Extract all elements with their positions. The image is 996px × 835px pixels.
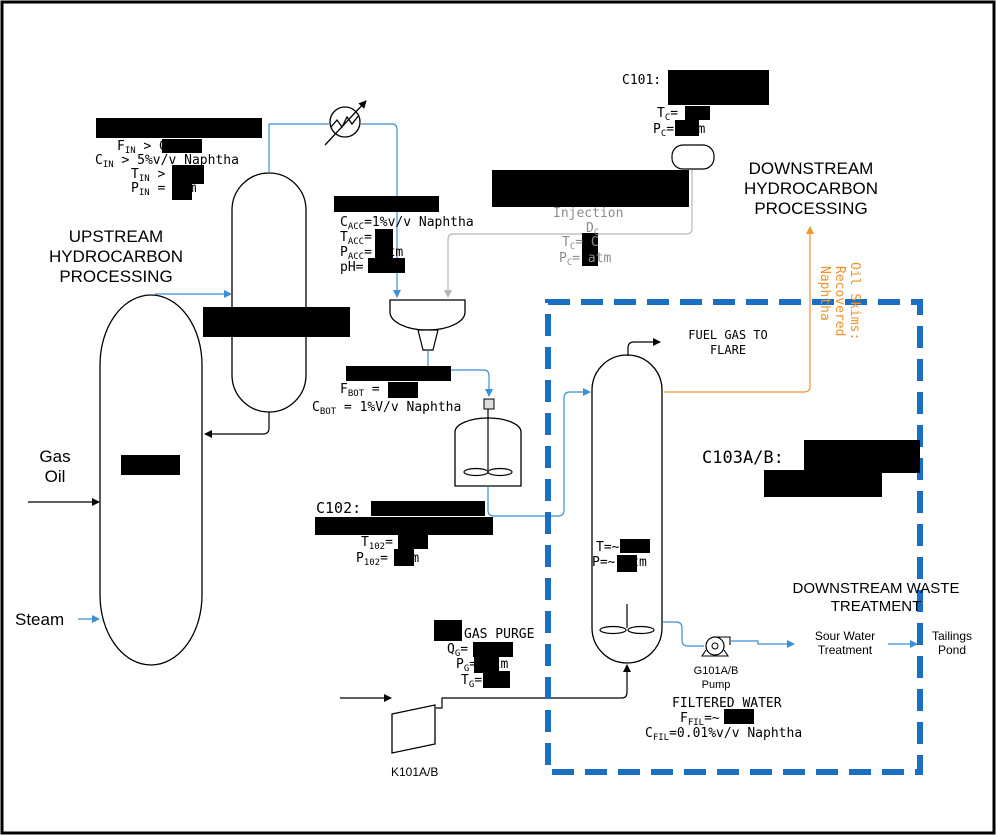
redaction-boxes (96, 70, 920, 724)
c103-bottoms-line (662, 621, 704, 647)
svg-text:TACC= C: TACC= C (340, 230, 388, 247)
svg-text:DOWNSTREAM: DOWNSTREAM (749, 159, 874, 178)
fuel-gas-line (627, 338, 661, 356)
svg-text:FLARE: FLARE (710, 343, 746, 357)
svg-text:Injection: Injection (553, 206, 623, 221)
sour-water-label: Sour Water Treatment (815, 629, 875, 657)
svg-text:Tailings: Tailings (932, 629, 972, 643)
gas-purge-outlet-line (436, 664, 631, 709)
svg-text:PIN = atm: PIN = atm (131, 181, 197, 198)
accumulator-bottoms-line (427, 350, 493, 397)
svg-text:PACC= atm: PACC= atm (340, 245, 403, 262)
svg-text:Treatment: Treatment (818, 643, 873, 657)
svg-text:DOWNSTREAM WASTE: DOWNSTREAM WASTE (793, 580, 960, 597)
svg-text:P102= atm: P102= atm (356, 551, 419, 568)
oil-skims-line (664, 226, 814, 393)
injection-conditions: Injection DC TC= C PC= atm (553, 206, 623, 268)
svg-text:PG= atm: PG= atm (456, 657, 509, 674)
svg-text:TC= C: TC= C (562, 235, 599, 252)
waste-treatment-boundary (545, 299, 923, 775)
svg-text:UPSTREAM: UPSTREAM (69, 227, 163, 246)
svg-text:T102= C: T102= C (361, 535, 409, 552)
downstream-processing-label: DOWNSTREAM HYDROCARBON PROCESSING (744, 159, 878, 218)
svg-text:TIN > C: TIN > C (131, 167, 181, 184)
k101-compressor (391, 704, 436, 754)
svg-text:PROCESSING: PROCESSING (754, 199, 867, 218)
svg-text:Oil: Oil (45, 467, 66, 486)
svg-text:C101:: C101: (622, 73, 661, 88)
svg-text:P=~ atm: P=~ atm (592, 555, 647, 570)
gas-purge-conditions: GAS PURGE QG= GPM PG= atm TG= C (447, 627, 534, 690)
k101-label: K101A/B (391, 765, 438, 779)
gas-oil-label: Gas Oil (39, 447, 70, 486)
svg-text:Recovered: Recovered (832, 266, 847, 336)
svg-text:Pond: Pond (938, 643, 966, 657)
svg-text:GAS PURGE: GAS PURGE (464, 627, 534, 642)
injection-line (444, 170, 693, 298)
overhead-vapor-line (268, 123, 329, 173)
svg-text:C102:: C102: (316, 499, 361, 517)
bottoms-conditions: FBOT = GPM CBOT = 1%V/v Naphtha (312, 382, 461, 417)
svg-text:CFIL=0.01%v/v Naphtha: CFIL=0.01%v/v Naphtha (645, 726, 802, 743)
svg-text:G101A/B: G101A/B (694, 665, 739, 677)
svg-text:FBOT = GPM: FBOT = GPM (340, 382, 411, 399)
filtered-water-conditions: FILTERED WATER FFIL=~ GPM CFIL=0.01%v/v … (645, 696, 802, 743)
svg-text:FUEL GAS TO: FUEL GAS TO (688, 328, 767, 342)
c101-drum (671, 144, 715, 170)
svg-text:Pump: Pump (702, 679, 731, 691)
fractionator-column (231, 172, 307, 413)
svg-text:CIN > 5%v/v Naphtha: CIN > 5%v/v Naphtha (95, 153, 239, 170)
accumulator-conditions: CACC=1%v/v Naphtha TACC= C PACC= atm pH= (340, 215, 474, 275)
upstream-column (99, 294, 203, 666)
pump-discharge-line (731, 640, 795, 648)
c101-conditions: C101: TC= C PC= atm (622, 73, 706, 139)
svg-text:HYDROCARBON: HYDROCARBON (49, 247, 183, 266)
svg-text:Naphtha: Naphtha (817, 266, 832, 321)
svg-text:pH=: pH= (340, 260, 364, 275)
svg-text:DC: DC (586, 221, 599, 238)
svg-text:T=~ C: T=~ C (596, 540, 635, 555)
svg-text:TG= C: TG= C (461, 673, 498, 690)
svg-text:FFIL=~ GPM: FFIL=~ GPM (680, 711, 751, 728)
svg-text:CBOT = 1%V/v Naphtha: CBOT = 1%V/v Naphtha (312, 400, 461, 417)
svg-text:PROCESSING: PROCESSING (59, 267, 172, 286)
svg-text:TC= C: TC= C (657, 106, 694, 123)
fuel-gas-label: FUEL GAS TO FLARE (688, 328, 767, 357)
mixer-to-c103-line (487, 388, 591, 517)
oil-skims-label: Oil Skims: Recovered Naphtha (817, 262, 862, 340)
svg-text:TREATMENT: TREATMENT (831, 598, 922, 615)
svg-text:FILTERED WATER: FILTERED WATER (672, 696, 782, 711)
feed-conditions: FIN > GPM CIN > 5%v/v Naphtha TIN > C PI… (95, 139, 239, 198)
c103-conditions: T=~ C P=~ atm (592, 540, 647, 570)
column-bottoms-recycle-line (204, 412, 270, 438)
accumulator-drum (389, 299, 466, 351)
condensate-line (361, 123, 401, 298)
svg-text:CACC=1%v/v Naphtha: CACC=1%v/v Naphtha (340, 215, 474, 232)
c102-conditions: C102: T102= C P102= atm (316, 499, 419, 568)
c103-title: C103A/B: (702, 448, 784, 468)
c102-mixer-tank (454, 398, 522, 487)
heat-exchanger-icon (324, 100, 367, 146)
svg-text:QG= GPM: QG= GPM (447, 642, 500, 659)
svg-text:Sour Water: Sour Water (815, 629, 875, 643)
steam-label: Steam (15, 610, 64, 629)
waste-treatment-label: DOWNSTREAM WASTE TREATMENT (793, 580, 960, 615)
upstream-processing-label: UPSTREAM HYDROCARBON PROCESSING (49, 227, 183, 286)
tailings-pond-label: Tailings Pond (932, 629, 972, 657)
svg-text:HYDROCARBON: HYDROCARBON (744, 179, 878, 198)
svg-text:Oil Skims:: Oil Skims: (847, 262, 862, 340)
pump-label: G101A/B Pump (694, 665, 739, 691)
svg-text:PC= atm: PC= atm (559, 251, 612, 268)
svg-text:FIN > GPM: FIN > GPM (117, 139, 183, 156)
c103-column (591, 354, 663, 664)
svg-text:Gas: Gas (39, 447, 70, 466)
c103-agitator (599, 604, 655, 635)
svg-text:PC= atm: PC= atm (653, 122, 706, 139)
g101-pump-icon (700, 636, 731, 657)
